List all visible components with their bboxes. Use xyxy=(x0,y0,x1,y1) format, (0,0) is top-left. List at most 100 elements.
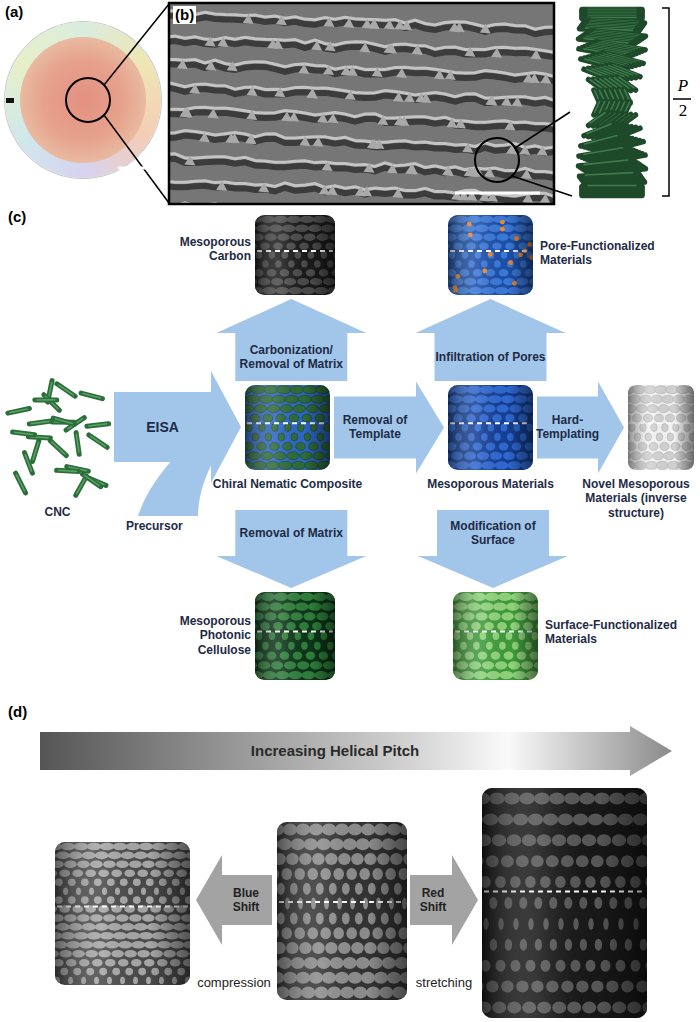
art-rect xyxy=(55,842,190,985)
art-path xyxy=(343,18,354,28)
art-path xyxy=(372,67,383,77)
art-line xyxy=(28,437,50,438)
art-rect xyxy=(255,592,335,680)
art-line xyxy=(53,418,74,424)
node-label: stretching xyxy=(402,975,486,991)
node-shape xyxy=(453,592,538,680)
art-path xyxy=(217,37,228,47)
process-arrow xyxy=(216,299,366,381)
arrow-shape xyxy=(196,855,272,945)
art-path xyxy=(412,45,423,55)
art-polyline xyxy=(169,10,554,29)
art-rect xyxy=(255,215,335,295)
art-path xyxy=(364,163,375,173)
art-line xyxy=(77,478,86,493)
art-path xyxy=(355,186,366,196)
art-line xyxy=(33,441,39,462)
art-line xyxy=(52,442,65,454)
art-path xyxy=(245,134,256,144)
art-path xyxy=(311,41,322,51)
zoom-line xyxy=(515,112,570,148)
art-path xyxy=(393,92,404,102)
panel-label: P xyxy=(675,76,691,96)
art-line xyxy=(89,435,107,447)
art-path xyxy=(272,39,283,49)
pitch-bracket xyxy=(662,8,669,196)
art-path xyxy=(345,90,356,100)
arrow-label: Carbonization/ Removal of Matrix xyxy=(232,343,350,372)
art-path xyxy=(319,185,330,195)
process-arrow xyxy=(114,371,241,483)
panel-label: (d) xyxy=(8,703,27,721)
art-rect xyxy=(482,788,647,1018)
art-path xyxy=(442,166,453,176)
node-label: Blue Shift xyxy=(220,875,272,925)
art-line xyxy=(584,160,628,165)
art-path xyxy=(306,89,317,99)
art-path xyxy=(445,70,456,80)
cylinder-rods xyxy=(448,215,533,295)
art-path xyxy=(281,111,292,121)
art-path xyxy=(462,143,473,153)
scale-bar xyxy=(455,192,540,195)
art-line xyxy=(76,435,79,453)
art-path xyxy=(392,188,403,198)
panel-label: (a) xyxy=(5,3,23,21)
art-path xyxy=(529,73,540,83)
node-label: Novel Mesoporous Materials (inverse stru… xyxy=(578,477,694,520)
art-line xyxy=(584,148,623,155)
art-line xyxy=(8,409,30,414)
art-line xyxy=(84,475,99,485)
cylinder-rods xyxy=(453,592,538,680)
art-rect xyxy=(245,385,330,470)
art-polyline xyxy=(169,107,554,125)
art-polyline xyxy=(169,186,554,202)
art-polyline xyxy=(169,181,554,197)
art-rect xyxy=(453,592,538,680)
art-path xyxy=(537,146,548,156)
art-path xyxy=(189,84,200,94)
art-path xyxy=(225,133,236,143)
art-line xyxy=(87,424,109,427)
node-label: compression xyxy=(192,975,276,991)
art-rect xyxy=(277,822,407,1000)
shift-arrow: Blue Shiftcompression xyxy=(196,855,272,945)
scale-bar xyxy=(118,167,148,170)
art-line xyxy=(587,124,611,134)
art-path xyxy=(369,19,380,29)
node-shape xyxy=(5,375,110,500)
art-path xyxy=(443,166,454,176)
art-line xyxy=(91,436,106,446)
art-line xyxy=(582,184,642,190)
node-label: Increasing Helical Pitch xyxy=(40,732,630,770)
art-path xyxy=(205,60,216,70)
art-path xyxy=(177,59,188,69)
art-line xyxy=(15,432,33,434)
art-path xyxy=(540,74,551,84)
art-line xyxy=(35,397,57,402)
art-path xyxy=(245,134,256,144)
art-path xyxy=(184,156,195,166)
art-line xyxy=(13,432,35,435)
art-path xyxy=(327,113,338,123)
art-line xyxy=(57,384,75,396)
panel-frame xyxy=(169,3,554,204)
art-path xyxy=(322,161,333,171)
art-line xyxy=(59,470,77,471)
art-line xyxy=(44,395,60,411)
art-polyline xyxy=(169,41,554,57)
art-path xyxy=(298,64,309,74)
art-path xyxy=(227,61,238,71)
art-line xyxy=(582,187,642,193)
art-path xyxy=(394,116,405,126)
cylinder-rods xyxy=(482,788,647,1018)
arrow-shape xyxy=(410,855,478,945)
art-line xyxy=(25,455,31,471)
photo-notch xyxy=(6,98,14,103)
panel-label: Precursor xyxy=(126,519,183,533)
node-label: Mesoporous Photonic Cellulose xyxy=(145,614,251,657)
art-rect xyxy=(255,592,335,680)
art-polyline xyxy=(169,82,554,101)
zoom-line xyxy=(104,115,169,203)
cylinder-rods xyxy=(245,385,330,470)
